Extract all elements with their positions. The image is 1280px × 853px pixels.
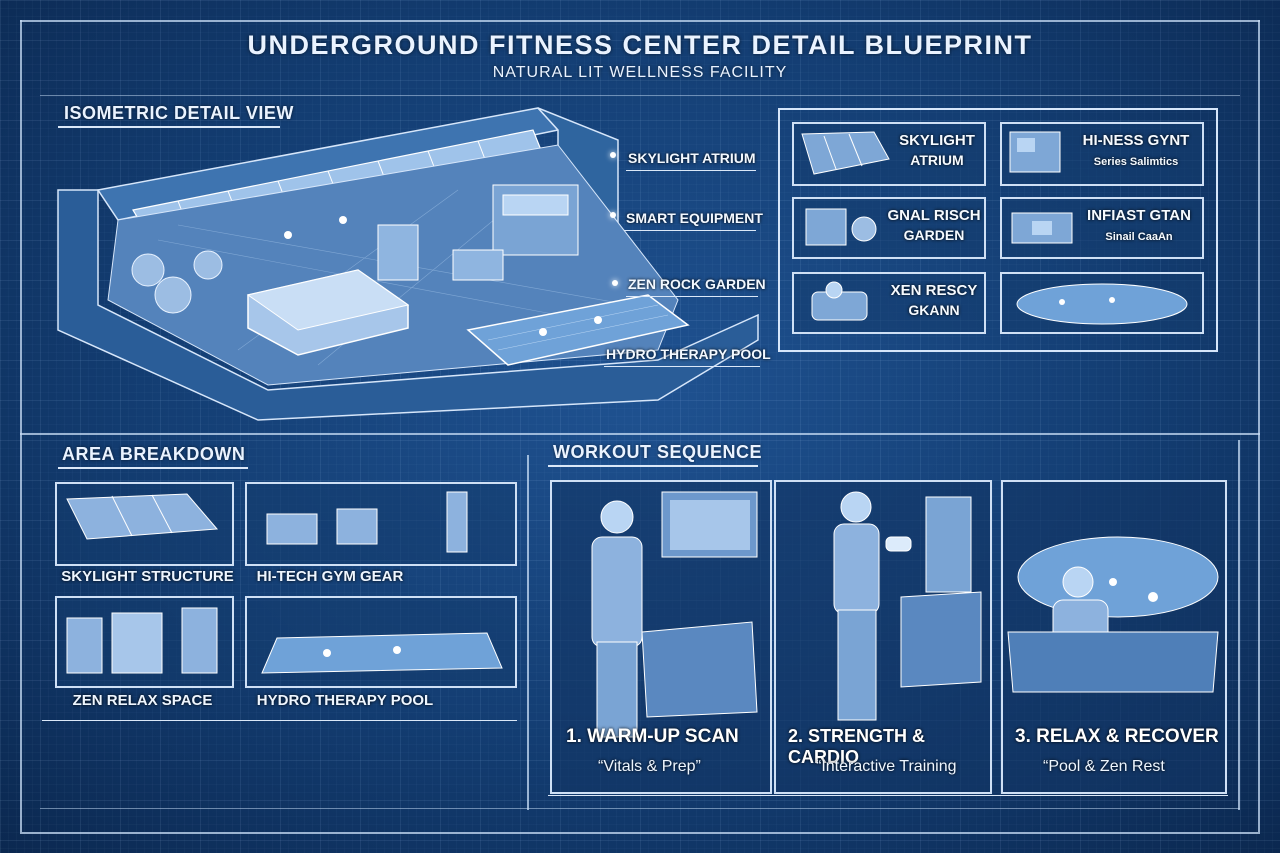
- detail-panel-label: ATRIUM: [910, 152, 964, 168]
- step-title: 1. WARM-UP SCAN: [566, 726, 739, 747]
- step-title: 2. STRENGTH & CARDIO: [788, 726, 926, 767]
- detail-panel-label: HI-NESS GYNT: [1082, 132, 1190, 149]
- detail-panel-label: GNAL RISCH: [887, 207, 981, 224]
- detail-panel-label: Series Salimtics: [1093, 156, 1179, 168]
- step-subtitle: “Pool & Zen Rest: [1043, 758, 1165, 775]
- step-title: 3. RELAX & RECOVER: [1015, 726, 1219, 747]
- workout-heading: WORKOUT SEQUENCE: [553, 442, 763, 462]
- area-breakdown-heading: AREA BREAKDOWN: [62, 444, 246, 464]
- detail-panel-fitness: HI-NESS GYNT Series Salimtics: [1000, 122, 1204, 186]
- callout-smart-equipment: SMART EQUIPMENT: [626, 210, 763, 226]
- workout-step-relax: 3. RELAX & RECOVER “Pool & Zen Rest: [1001, 480, 1227, 794]
- detail-panel-label: Sinail CaaAn: [1105, 231, 1173, 243]
- area-label-hydro-pool: HYDRO THERAPY POOL: [256, 692, 434, 709]
- workout-dimension-line: [548, 795, 1228, 796]
- section-divider-line: [20, 433, 1260, 435]
- callout-dot-garden: [612, 280, 618, 286]
- frame-inner-bottom-line: [40, 808, 1240, 809]
- detail-panel-infrastructure: INFIAST GTAN Sinail CaaAn: [1000, 197, 1204, 259]
- area-label-skylight-structure: SKYLIGHT STRUCTURE: [61, 568, 234, 585]
- detail-panel-label: XEN RESCY: [890, 282, 978, 299]
- step-subtitle: “Interactive Training: [816, 758, 957, 775]
- area-panel-gym-gear: [245, 482, 517, 566]
- isometric-heading: ISOMETRIC DETAIL VIEW: [64, 103, 294, 123]
- callout-underline-2: [624, 230, 756, 231]
- area-panel-hydro-pool: [245, 596, 517, 688]
- callout-underline-4: [604, 366, 760, 367]
- detail-panels-frame: [778, 108, 1218, 352]
- detail-panel-skylight: SKYLIGHT ATRIUM: [792, 122, 986, 186]
- detail-panel-label: GARDEN: [903, 227, 965, 243]
- page-subtitle: NATURAL LIT WELLNESS FACILITY: [492, 64, 788, 81]
- frame-top-line: [20, 20, 1260, 22]
- area-breakdown-underline: [58, 467, 248, 469]
- area-dimension-line: [42, 720, 517, 721]
- callout-dot-skylight: [610, 152, 616, 158]
- area-panel-zen-relax: [55, 596, 234, 688]
- workout-step-warmup: 1. WARM-UP SCAN “Vitals & Prep”: [550, 480, 772, 794]
- frame-left-line: [20, 20, 22, 832]
- callout-underline-1: [626, 170, 756, 171]
- callout-dot-equipment: [610, 212, 616, 218]
- isometric-heading-underline: [58, 126, 280, 128]
- area-label-gym-gear: HI-TECH GYM GEAR: [256, 568, 404, 585]
- workout-step-strength: 2. STRENGTH & CARDIO “Interactive Traini…: [774, 480, 992, 794]
- detail-panel-zen: XEN RESCY GKANN: [792, 272, 986, 334]
- frame-bottom-line: [20, 832, 1260, 834]
- detail-panel-label: GKANN: [908, 302, 960, 318]
- detail-panel-garden: GNAL RISCH GARDEN: [792, 197, 986, 259]
- area-panel-skylight-structure: [55, 482, 234, 566]
- callout-skylight-atrium: SKYLIGHT ATRIUM: [628, 150, 756, 166]
- workout-heading-underline: [548, 465, 758, 467]
- detail-panel-pool: [1000, 272, 1204, 334]
- isometric-illustration: [57, 107, 759, 421]
- column-divider-line: [527, 455, 529, 810]
- frame-right-line: [1258, 20, 1260, 832]
- callout-zen-rock-garden: ZEN ROCK GARDEN: [628, 276, 766, 292]
- callout-hydro-therapy-pool: HYDRO THERAPY POOL: [606, 346, 771, 362]
- step-subtitle: “Vitals & Prep”: [598, 758, 701, 775]
- right-divider-line: [1238, 440, 1240, 810]
- callout-underline-3: [626, 296, 758, 297]
- detail-panel-label: SKYLIGHT: [899, 132, 975, 149]
- frame-inner-top-line: [40, 95, 1240, 96]
- area-label-zen-relax: ZEN RELAX SPACE: [72, 692, 213, 709]
- page-title: UNDERGROUND FITNESS CENTER DETAIL BLUEPR…: [247, 30, 1033, 60]
- detail-panel-label: INFIAST GTAN: [1087, 207, 1191, 224]
